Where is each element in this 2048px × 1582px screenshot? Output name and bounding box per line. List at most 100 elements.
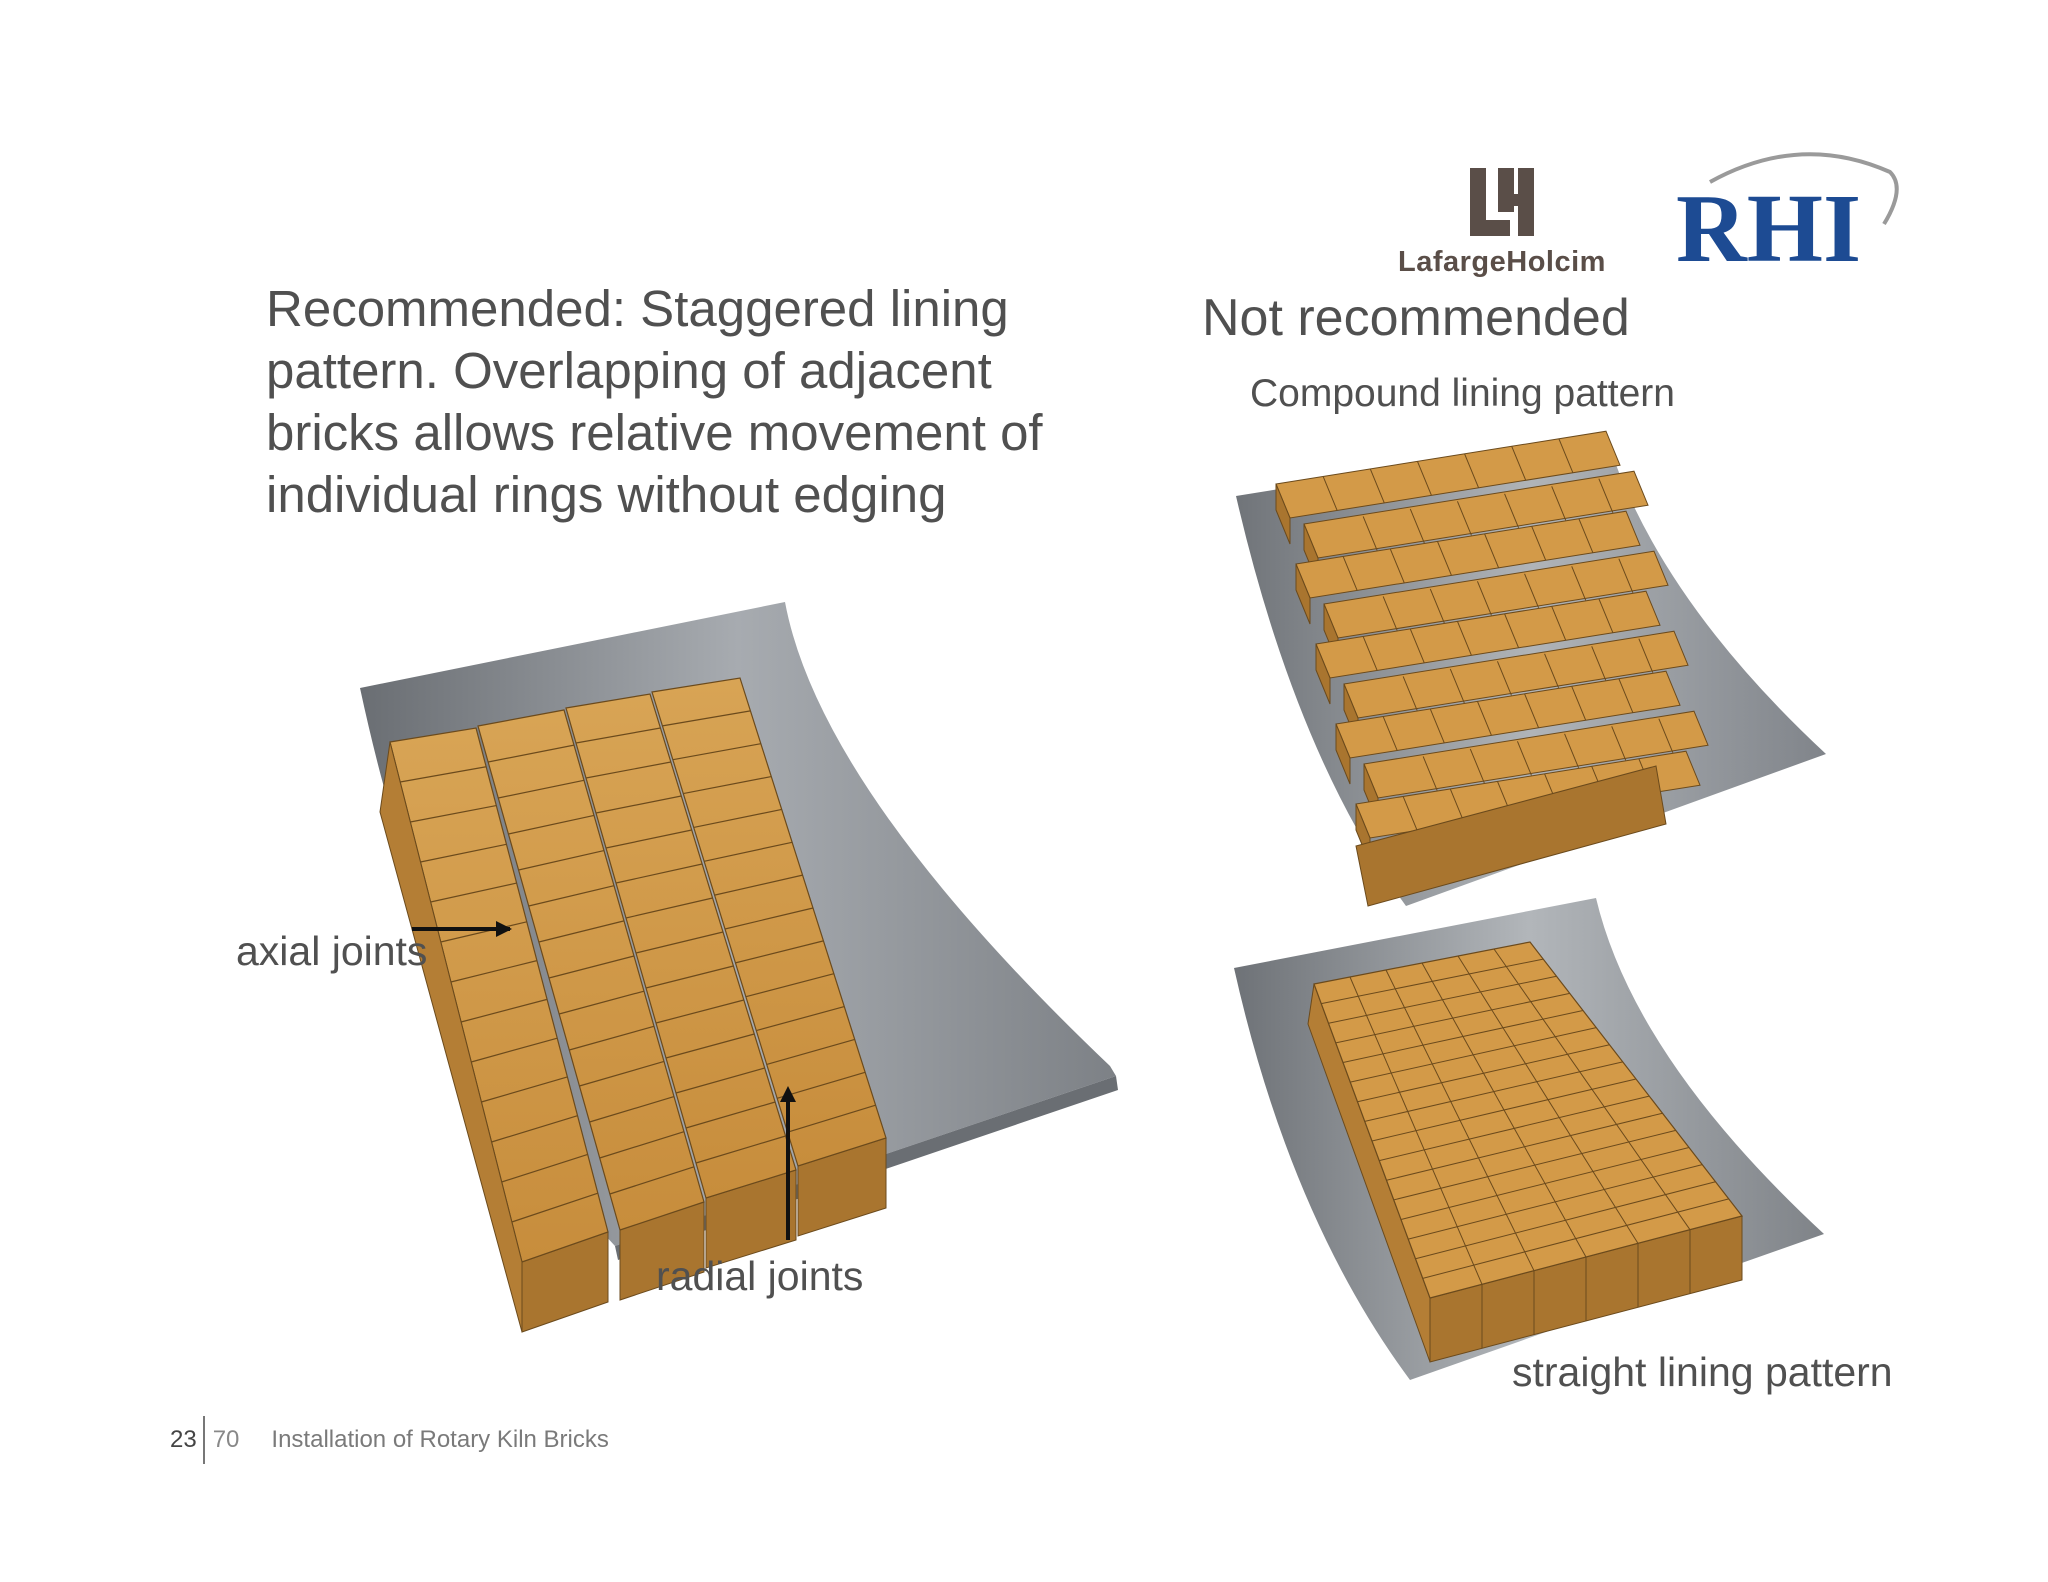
brick-joint: [1456, 501, 1472, 536]
brick-joint: [1476, 701, 1492, 736]
brick-joint: [498, 779, 585, 799]
brick-joint: [605, 829, 692, 849]
brick-joint: [615, 863, 703, 884]
brick-joint: [1638, 638, 1654, 673]
brick-joint: [528, 885, 615, 907]
brick-joint: [655, 999, 745, 1024]
brick-joint: [1322, 476, 1338, 511]
brick-joint: [1524, 573, 1540, 609]
brick-joint: [589, 1095, 675, 1123]
brick-joint: [675, 1067, 765, 1094]
brick-joint: [1611, 726, 1627, 761]
brick-joint: [558, 990, 645, 1015]
brick-joint: [1416, 461, 1432, 496]
brick-joint: [1429, 588, 1445, 624]
brick-joint: [585, 761, 671, 779]
brick-joint: [1421, 962, 1587, 1258]
straight-lining-illustration: [1234, 898, 1824, 1380]
page-total: 70: [212, 1426, 240, 1453]
compound-lining-illustration: [1236, 430, 1826, 907]
brick-joint: [1369, 468, 1385, 504]
brick-joint: [410, 804, 497, 823]
brick-row-end: [1295, 563, 1311, 625]
brick-joint: [1578, 518, 1594, 553]
brick-joint: [1484, 533, 1500, 569]
brick-joint: [1551, 606, 1567, 641]
brick-joint: [1544, 653, 1560, 689]
brick-joint: [569, 1025, 655, 1051]
brick-joint: [1409, 508, 1425, 544]
radial-joints-label: radial joints: [656, 1253, 864, 1299]
brick-ring: [651, 677, 887, 1167]
brick-joint: [766, 1038, 855, 1066]
brick-joint: [1558, 438, 1574, 473]
brick-joint: [1524, 693, 1540, 729]
brick-joint: [1349, 976, 1483, 1285]
straight-pattern-caption: straight lining pattern: [1512, 1349, 1893, 1395]
brick-joint: [1531, 526, 1547, 561]
heading-line: pattern. Overlapping of adjacent: [266, 342, 992, 399]
rhi-logo-text: RHI: [1676, 175, 1862, 283]
brick-joint: [1389, 548, 1405, 584]
brick-joint: [662, 710, 751, 727]
brick-row-end: [1275, 483, 1291, 545]
brick-ring: [565, 693, 797, 1199]
brick-joint: [1385, 969, 1535, 1271]
brick-joint: [1382, 596, 1398, 631]
brick-joint: [1469, 748, 1485, 784]
brick-joint: [575, 727, 661, 744]
brick-ring-side: [379, 741, 523, 1333]
rhi-logo: RHI: [1670, 142, 1900, 278]
lafargeholcim-mark-icon: [1470, 168, 1534, 236]
brick-joint: [1564, 733, 1580, 769]
staggered-lining-illustration: [360, 602, 1118, 1333]
brick-joint: [756, 1005, 845, 1032]
brick-front-face: [1355, 765, 1667, 907]
lafargeholcim-logo: LafargeHolcim: [1384, 168, 1620, 278]
brick-joint: [1449, 668, 1465, 704]
brick-joint: [609, 1166, 695, 1195]
brick-joint: [1591, 646, 1607, 681]
footer: 23 70 Installation of Rotary Kiln Bricks: [170, 1416, 609, 1464]
brick-joint: [1457, 955, 1639, 1244]
brick-joint: [1598, 598, 1614, 633]
brick-joint: [1402, 676, 1418, 711]
brick-joint: [440, 921, 527, 943]
brick-joint: [1409, 628, 1425, 664]
brick-joint: [1551, 486, 1567, 521]
brick-joint: [518, 849, 605, 871]
brick-joint: [595, 795, 682, 814]
brick-joint: [508, 814, 595, 835]
document-title: Installation of Rotary Kiln Bricks: [271, 1426, 609, 1453]
brick-joint: [1464, 453, 1480, 489]
brick-row-end: [1315, 643, 1331, 705]
brick-joint: [1618, 678, 1634, 713]
radial-arrow-icon: [780, 1086, 796, 1102]
brick-joint: [665, 1033, 755, 1059]
brick-joint: [1504, 493, 1520, 529]
brick-joint: [599, 1131, 685, 1159]
footer-divider: [202, 1416, 205, 1464]
brick-ring: [477, 709, 705, 1231]
brick-joint: [1476, 581, 1492, 616]
brick-joint: [511, 1192, 599, 1223]
rhi-swoosh-icon: [1709, 152, 1899, 226]
heading-line: Recommended: Staggered lining: [266, 280, 1009, 337]
brick-joint: [579, 1060, 665, 1087]
axial-joints-label: axial joints: [236, 928, 428, 974]
brick-joint: [787, 1104, 876, 1133]
brick-joint: [1422, 756, 1438, 791]
brick-joint: [1571, 686, 1587, 721]
recommended-heading: Recommended: Staggered lining pattern. O…: [266, 278, 1126, 526]
brick-joint: [714, 874, 803, 896]
brick-joint: [1493, 948, 1691, 1230]
axial-arrow-icon: [496, 921, 512, 937]
brick-joint: [1436, 541, 1452, 576]
brick-joint: [625, 897, 713, 919]
heading-line: individual rings without edging: [266, 466, 947, 523]
brick-joint: [538, 920, 625, 943]
brick-joint: [1516, 741, 1532, 776]
brick-joint: [450, 960, 538, 983]
compound-pattern-caption: Compound lining pattern: [1250, 372, 1675, 415]
brick-joint: [1456, 621, 1472, 656]
